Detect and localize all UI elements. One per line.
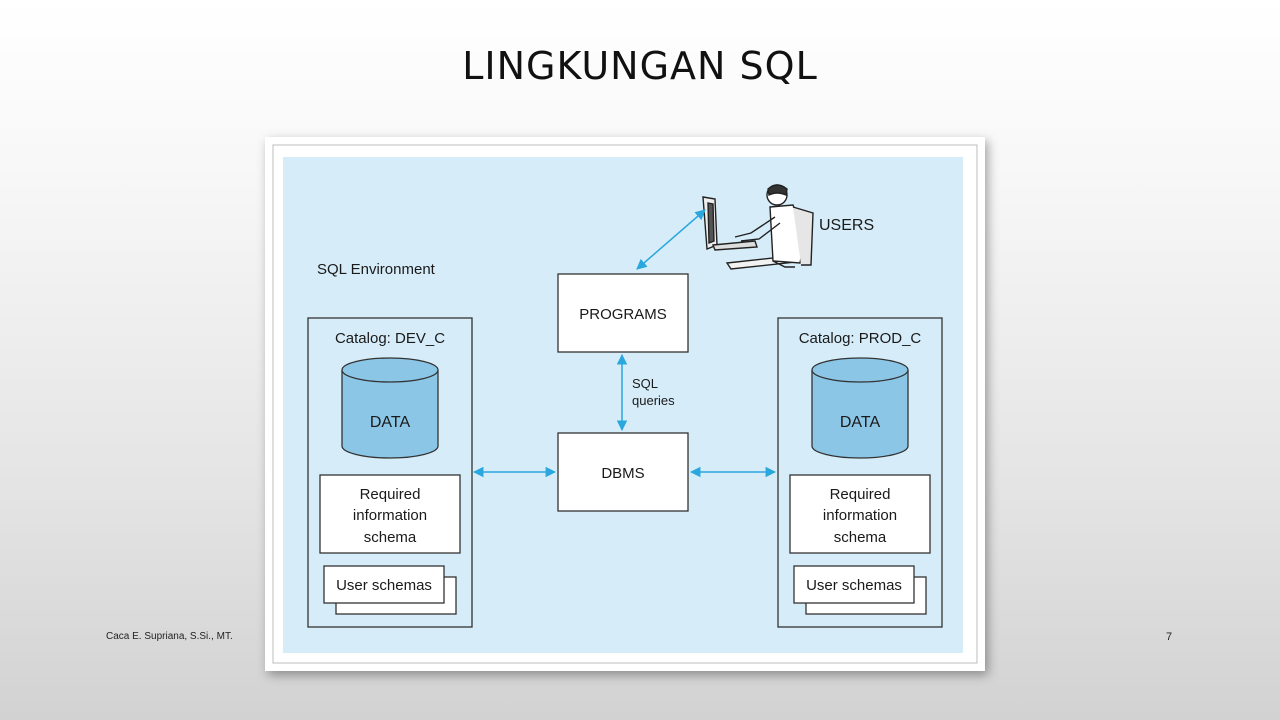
catalog-prod-c: Catalog: PROD_C DATA Required informatio…: [777, 317, 943, 628]
sql-environment-diagram: SQL Environment USERS PROGRAMS DBMS SQL …: [272, 144, 978, 664]
data-cylinder-icon: [341, 370, 439, 459]
sql-environment-label: SQL Environment: [317, 261, 436, 278]
data-label: DATA: [840, 414, 881, 431]
dbms-label: DBMS: [601, 465, 644, 482]
programs-box: [557, 273, 689, 353]
user-at-computer-icon: [702, 184, 814, 270]
users-programs-arrow: [636, 209, 706, 270]
user-schemas-label: User schemas: [336, 577, 432, 594]
sql-environment-figure: SQL Environment USERS PROGRAMS DBMS SQL …: [265, 137, 985, 671]
sql-queries-label-line1: SQL: [632, 376, 658, 391]
user-schemas-box: [793, 565, 915, 604]
programs-label: PROGRAMS: [579, 306, 667, 323]
catalog-prod-c-label: Catalog: PROD_C: [799, 330, 922, 347]
footer-author: Caca E. Supriana, S.Si., MT.: [106, 631, 233, 642]
required-schema-line1: Required: [830, 486, 891, 503]
dbms-box: [557, 432, 689, 512]
data-cylinder-top: [341, 357, 439, 383]
catalog-dev-c: Catalog: DEV_C DATA Required information…: [307, 317, 473, 628]
slide-title: LINGKUNGAN SQL: [462, 44, 818, 88]
data-label: DATA: [370, 414, 411, 431]
required-schema-line2: information: [823, 507, 897, 524]
required-schema-box: [319, 474, 461, 554]
data-cylinder-top: [811, 357, 909, 383]
catalog-dev-c-label: Catalog: DEV_C: [335, 330, 445, 347]
required-schema-box: [789, 474, 931, 554]
page-number: 7: [1166, 631, 1173, 643]
users-label: USERS: [819, 217, 874, 234]
required-schema-line3: schema: [834, 529, 887, 546]
sql-queries-label-line2: queries: [632, 393, 675, 408]
required-schema-line1: Required: [360, 486, 421, 503]
user-schemas-box: [323, 565, 445, 604]
required-schema-line3: schema: [364, 529, 417, 546]
user-schemas-label: User schemas: [806, 577, 902, 594]
data-cylinder-icon: [811, 370, 909, 459]
required-schema-line2: information: [353, 507, 427, 524]
